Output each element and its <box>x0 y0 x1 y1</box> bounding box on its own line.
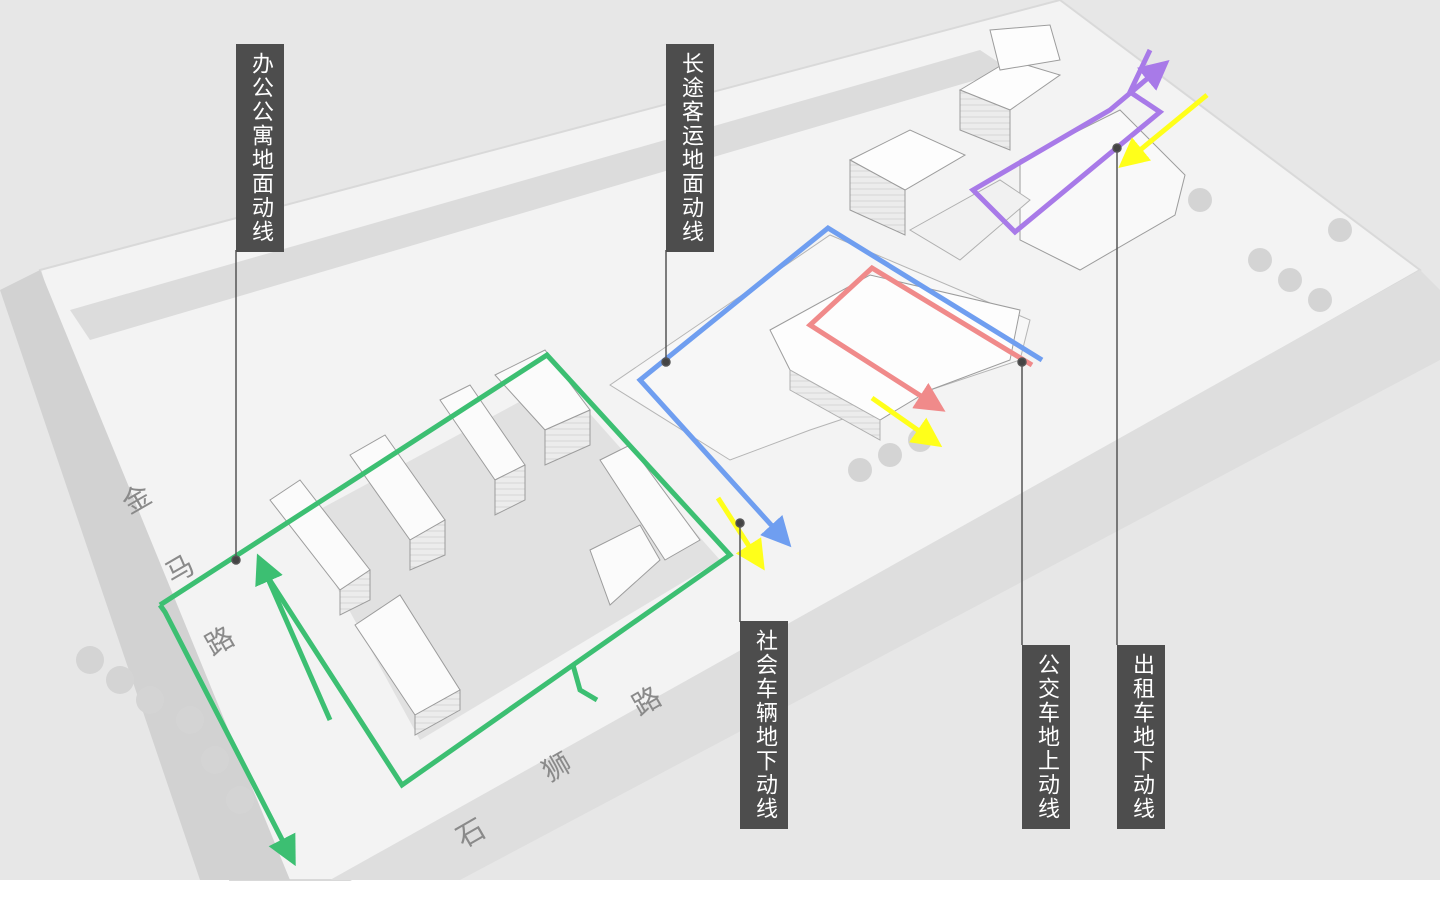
label-office-apartment: 办公公寓地面动线 <box>236 44 284 252</box>
yellow-arrow-social <box>715 496 765 571</box>
tree-row <box>76 188 1352 814</box>
leader-lines <box>231 143 1122 645</box>
label-coach-ground: 长途客运地面动线 <box>666 44 714 252</box>
green-route-stub <box>570 664 599 703</box>
upper-road-band <box>70 50 1010 340</box>
green-route-arrow-up <box>255 553 333 722</box>
pink-route <box>805 264 1034 412</box>
terminal-building <box>609 234 1031 461</box>
green-route-loop <box>158 351 734 789</box>
office-towers <box>269 349 701 736</box>
label-taxi-underground: 出租车地下动线 <box>1117 645 1165 829</box>
yellow-arrow-bus <box>870 395 943 448</box>
upper-towers <box>848 24 1186 271</box>
blue-route <box>636 224 1044 548</box>
jinma-road-band <box>0 270 290 880</box>
label-bus-above-ground: 公交车地上动线 <box>1022 645 1070 829</box>
yellow-arrow-taxi <box>1118 93 1209 168</box>
label-social-vehicle-underground: 社会车辆地下动线 <box>740 621 788 829</box>
shishi-road-band <box>330 270 1440 880</box>
green-route-exit <box>157 603 296 867</box>
purple-route <box>968 48 1170 236</box>
